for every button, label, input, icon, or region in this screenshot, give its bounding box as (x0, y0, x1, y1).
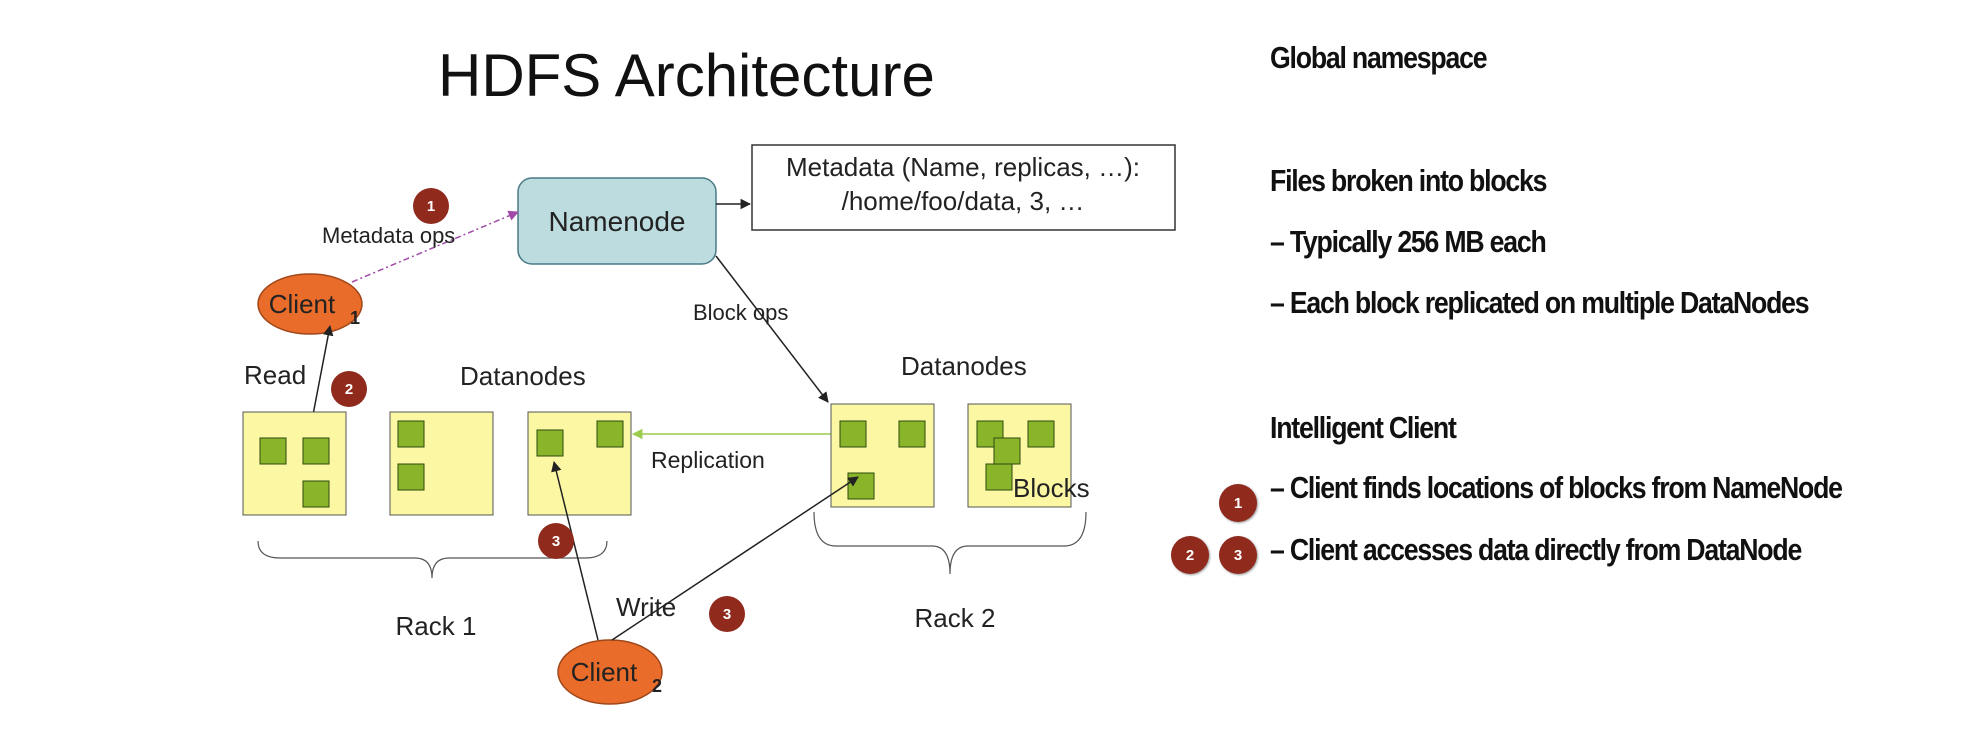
blocks-label: Blocks (1013, 473, 1090, 503)
client-2-label: Client (571, 657, 638, 687)
badge-write-right: 3 (709, 596, 745, 632)
datanodes-left-label: Datanodes (460, 361, 586, 391)
block (302, 480, 330, 508)
block (397, 463, 425, 491)
svg-text:3: 3 (723, 606, 731, 623)
metadata-line-2: /home/foo/data, 3, … (842, 186, 1085, 216)
files-blocks-heading: Files broken into blocks (1270, 163, 1547, 198)
badge-access-3: 3 (1219, 536, 1257, 574)
block (976, 420, 1004, 448)
client-accesses-bullet: – Client accesses data directly from Dat… (1270, 532, 1802, 567)
datanode-4 (830, 403, 935, 508)
rack-1-brace (257, 540, 608, 579)
hdfs-diagram: HDFS Architecture Namenode Metadata (Nam… (242, 42, 1176, 705)
metadata-ops-label: Metadata ops (322, 223, 455, 248)
datanode-1 (242, 411, 347, 516)
write-arrow-left (551, 460, 599, 641)
diagram-title: HDFS Architecture (438, 42, 935, 109)
rack-2-brace (813, 511, 1087, 575)
svg-text:2: 2 (345, 381, 353, 398)
badge-read: 2 (331, 371, 367, 407)
block-ops-label: Block ops (693, 300, 788, 325)
block (985, 463, 1013, 491)
rack-2-label: Rack 2 (915, 603, 996, 633)
block (993, 437, 1021, 465)
namenode-label: Namenode (549, 206, 686, 237)
datanodes-right-label: Datanodes (901, 351, 1027, 381)
block (302, 437, 330, 465)
badge-write-left: 3 (538, 523, 574, 559)
block (847, 472, 875, 500)
badge-access-2: 2 (1171, 536, 1209, 574)
block (1027, 420, 1055, 448)
block (596, 420, 624, 448)
block (839, 420, 867, 448)
client-1-label: Client (269, 289, 336, 319)
metadata-line-1: Metadata (Name, replicas, …): (786, 152, 1140, 182)
read-label: Read (244, 360, 306, 390)
client-1-subscript: 1 (350, 308, 360, 328)
client-2-subscript: 2 (652, 676, 662, 696)
rack-1-label: Rack 1 (396, 611, 477, 641)
block (397, 420, 425, 448)
block (898, 420, 926, 448)
write-label: Write (616, 592, 676, 622)
svg-text:1: 1 (427, 198, 435, 215)
metadata-ops-arrow (351, 210, 519, 283)
namenode-box (517, 177, 717, 265)
badge-finds: 1 (1219, 484, 1257, 522)
replicated-bullet: – Each block replicated on multiple Data… (1270, 285, 1810, 320)
intelligent-client-heading: Intelligent Client (1270, 410, 1457, 445)
client-2 (557, 639, 663, 705)
block (259, 437, 287, 465)
block (536, 429, 564, 457)
metadata-box (751, 144, 1176, 231)
badge-metadata: 1 (413, 188, 449, 224)
client-1 (257, 273, 363, 335)
svg-text:3: 3 (552, 533, 560, 550)
typically-bullet: – Typically 256 MB each (1270, 224, 1547, 259)
read-arrow (311, 324, 334, 421)
global-namespace-heading: Global namespace (1270, 40, 1488, 75)
block-ops-arrow (715, 255, 829, 403)
bullet-panel: Global namespace Files broken into block… (1270, 0, 1970, 746)
client-finds-bullet: – Client finds locations of blocks from … (1270, 470, 1843, 505)
replication-label: Replication (651, 447, 765, 473)
write-arrow-right (611, 476, 859, 641)
